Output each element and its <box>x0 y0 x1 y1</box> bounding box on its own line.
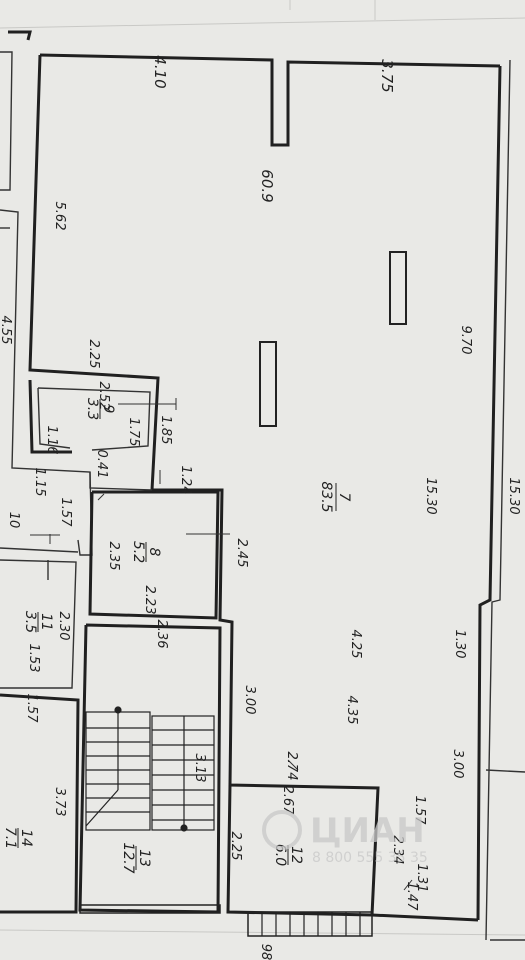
dim-top-right: 3.75 <box>378 59 396 92</box>
dim-130: 1.30 <box>452 630 467 659</box>
columns <box>259 251 407 427</box>
room-11-number: 11 <box>38 613 54 631</box>
room-13-label: 13 12.7 <box>120 842 152 873</box>
room-14-area: 7.1 <box>2 827 18 849</box>
dim-234: 2.34 <box>390 836 405 865</box>
dim-313: 3.13 <box>192 754 207 783</box>
dim-300b: 3.00 <box>450 750 465 779</box>
dim-147: 1.47 <box>404 882 419 912</box>
room-13-area: 12.7 <box>120 842 136 873</box>
dim-175: 1.75 <box>126 418 141 447</box>
room-12-number: 12 <box>288 846 304 864</box>
dimension-lines <box>30 398 413 891</box>
dim-425: 4.25 <box>348 630 363 659</box>
dim-157b: 1.57 <box>24 694 39 724</box>
dim-300a: 3.00 <box>242 686 257 715</box>
dim-185: 1.85 <box>158 416 173 445</box>
dim-center-top: 60.9 <box>258 169 276 202</box>
dim-225b: 2.25 <box>228 832 243 861</box>
room-14-number: 14 <box>18 829 34 847</box>
dim-98: 98 <box>258 944 273 960</box>
room-8-label: 8 5.2 <box>130 541 162 563</box>
stairs <box>85 706 215 832</box>
dim-124: 1.24 <box>178 466 193 495</box>
dim-267: 2.67 <box>280 786 295 816</box>
dim-225: 2.25 <box>86 340 101 369</box>
watermark-phone: 8 800 555 35 35 <box>312 850 428 866</box>
watermark-logo-icon <box>262 810 302 850</box>
dim-157c: 1.57 <box>412 796 427 826</box>
room-9-label: 9 3.3 <box>84 398 116 420</box>
room-11-area: 3.5 <box>22 611 38 633</box>
room-8-area: 5.2 <box>130 541 146 563</box>
dim-223: 2.23 <box>142 586 157 615</box>
dim-236: 2.36 <box>154 620 169 649</box>
dim-116: 1.16 <box>44 426 59 455</box>
dim-left-455: 4.55 <box>0 316 13 345</box>
dim-373: 3.73 <box>52 788 67 817</box>
room-10-number: 10 <box>6 512 21 529</box>
dim-1530b: 15.30 <box>506 477 521 514</box>
room-12-walls <box>226 784 373 937</box>
room-7-label: 7 83.5 <box>318 481 352 512</box>
dim-274: 2.74 <box>284 752 299 781</box>
dim-115: 1.15 <box>32 468 47 497</box>
dim-1530a: 15.30 <box>423 477 438 514</box>
dim-435: 4.35 <box>344 696 359 725</box>
dim-right-970: 9.70 <box>458 326 473 355</box>
dim-235: 2.35 <box>106 542 121 571</box>
dim-131: 1.31 <box>414 864 429 893</box>
room-11-label: 11 3.5 <box>22 611 54 633</box>
room-9-number: 9 <box>100 405 116 414</box>
dim-252: 2.52 <box>96 382 111 411</box>
dimension-labels: 4.10 3.75 60.9 5.62 4.55 9.70 2.25 2.52 … <box>0 55 521 960</box>
room-7-area: 83.5 <box>318 481 334 512</box>
watermark-text: ЦИАН <box>310 811 425 851</box>
walls <box>28 53 525 941</box>
room-14-label: 14 7.1 <box>2 827 34 849</box>
room-8-number: 8 <box>146 548 162 557</box>
room-7-number: 7 <box>336 493 352 502</box>
stair-room-walls <box>78 623 222 914</box>
dim-041: 0.41 <box>94 450 109 479</box>
dim-left-562: 5.62 <box>52 202 67 231</box>
room-9-area: 3.3 <box>84 398 100 420</box>
room-9-walls <box>28 379 151 454</box>
dim-230: 2.30 <box>56 612 71 641</box>
watermark: ЦИАН 8 800 555 35 35 <box>262 810 428 866</box>
dim-157a: 1.57 <box>58 498 73 528</box>
dim-153: 1.53 <box>26 644 41 673</box>
room-13-number: 13 <box>136 849 152 867</box>
room-8-walls <box>88 488 380 916</box>
room-10-label: 10 <box>6 512 21 529</box>
dim-top-left: 4.10 <box>151 55 169 88</box>
dim-245: 2.45 <box>234 539 249 568</box>
